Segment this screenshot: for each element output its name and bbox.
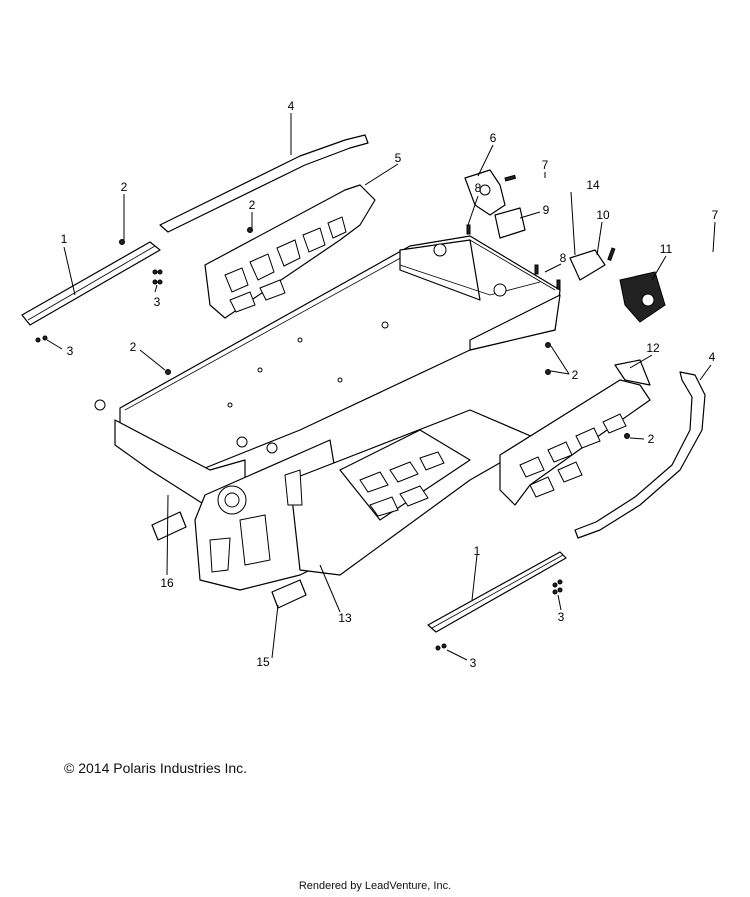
callout-14: 14 <box>586 178 600 192</box>
callouts: 1 2 3 3 4 5 2 2 6 7 8 9 14 10 7 8 11 12 … <box>61 99 719 670</box>
bracket-10 <box>569 249 606 281</box>
callout-15: 15 <box>256 655 270 669</box>
tube-right <box>574 371 706 539</box>
callout-2-upper: 2 <box>249 198 256 212</box>
tube-upper <box>159 134 369 233</box>
callout-11: 11 <box>660 242 673 256</box>
floor-grips <box>339 429 471 521</box>
callout-7-upper: 7 <box>542 158 549 172</box>
callout-4-upper: 4 <box>288 99 295 113</box>
callout-1-lower: 1 <box>474 544 481 558</box>
callout-2-mid: 2 <box>130 340 137 354</box>
bracket-6 <box>464 169 506 216</box>
callout-3-lower: 3 <box>470 656 477 670</box>
callout-9: 9 <box>543 203 550 217</box>
callout-16: 16 <box>160 576 174 590</box>
callout-5: 5 <box>395 151 402 165</box>
rail-left <box>21 241 161 326</box>
leader-lines <box>46 113 716 661</box>
callout-3-lower-right: 3 <box>558 610 565 624</box>
callout-3-left-lower: 3 <box>67 344 74 358</box>
callout-12: 12 <box>646 341 660 355</box>
callout-7-right: 7 <box>712 208 719 222</box>
callout-2-footrest: 2 <box>648 432 655 446</box>
rendered-by-credit: Rendered by LeadVenture, Inc. <box>298 880 452 892</box>
rail-lower <box>427 551 567 633</box>
callout-4-right: 4 <box>709 350 716 364</box>
footrest-upper <box>204 184 376 319</box>
fasteners <box>35 174 630 651</box>
callout-10: 10 <box>596 208 610 222</box>
callout-13: 13 <box>338 611 352 625</box>
callout-6: 6 <box>490 131 497 145</box>
tunnel-holes <box>94 243 507 454</box>
bracket-16 <box>151 511 187 541</box>
tunnel-chassis <box>94 235 561 591</box>
callout-1-left: 1 <box>61 232 68 246</box>
footrest-right <box>499 359 651 506</box>
callout-8-right: 8 <box>560 251 567 265</box>
callout-2-left: 2 <box>121 180 128 194</box>
side-panel-cutouts <box>209 469 303 573</box>
callout-2-right: 2 <box>572 368 579 382</box>
plate-9 <box>494 207 526 239</box>
callout-3-left: 3 <box>154 295 161 309</box>
callout-8-upper: 8 <box>475 181 482 195</box>
copyright-notice: © 2014 Polaris Industries Inc. <box>64 760 248 776</box>
bracket-15 <box>271 579 307 609</box>
bracket-11 <box>619 271 666 323</box>
